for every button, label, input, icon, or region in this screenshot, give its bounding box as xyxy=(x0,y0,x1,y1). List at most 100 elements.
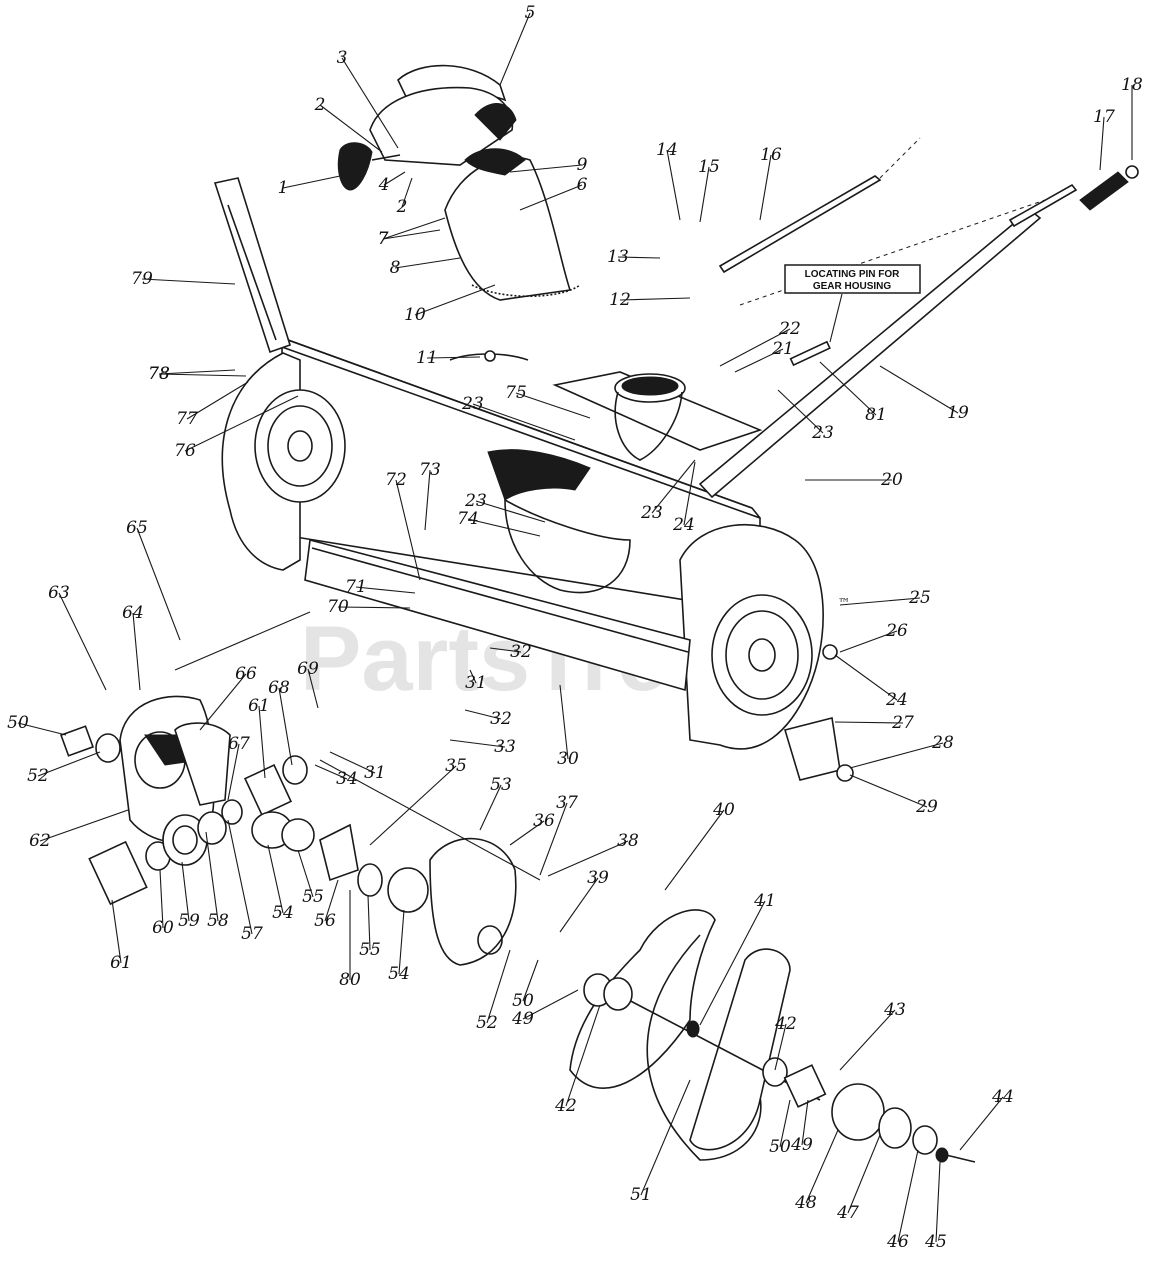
callout-76: 76 xyxy=(174,441,196,461)
leader-line-2 xyxy=(401,177,413,208)
leader-line-7 xyxy=(382,229,441,240)
leader-line-11 xyxy=(426,356,481,359)
callout-52: 52 xyxy=(27,766,49,786)
callout-55: 55 xyxy=(302,887,324,907)
leader-line-54 xyxy=(398,909,405,975)
callout-17: 17 xyxy=(1093,107,1115,127)
leader-line-57 xyxy=(227,819,253,935)
callout-71: 71 xyxy=(345,577,367,597)
callout-30: 30 xyxy=(557,749,579,769)
leader-line-40 xyxy=(664,809,725,891)
leader-line-24 xyxy=(683,461,696,526)
callout-63: 63 xyxy=(48,583,70,603)
callout-50: 50 xyxy=(769,1137,791,1157)
leader-line-49 xyxy=(522,989,579,1020)
callout-28: 28 xyxy=(931,733,954,753)
leader-line-77 xyxy=(186,381,249,420)
leader-line-3 xyxy=(341,57,399,149)
callout-22: 22 xyxy=(778,319,801,339)
callout-12: 12 xyxy=(609,290,631,310)
leader-line-55 xyxy=(367,894,371,951)
leader-line-13 xyxy=(617,256,661,259)
auger-housing xyxy=(221,339,824,750)
leader-line-16 xyxy=(759,154,772,221)
callout-58: 58 xyxy=(207,911,229,931)
leader-line-44 xyxy=(959,1096,1004,1151)
leader-line-39 xyxy=(559,877,599,933)
callout-31: 31 xyxy=(364,763,386,783)
leader-line-78 xyxy=(158,373,247,377)
leader-line-29 xyxy=(849,774,928,808)
callout-31: 31 xyxy=(465,673,487,693)
leader-line-6 xyxy=(519,184,583,211)
callout-79: 79 xyxy=(131,269,153,289)
note-line-2: GEAR HOUSING xyxy=(813,281,892,292)
leader-line-70 xyxy=(337,606,411,609)
callout-32: 32 xyxy=(510,642,532,662)
callout-6: 6 xyxy=(577,175,588,195)
callout-62: 62 xyxy=(29,831,51,851)
callout-74: 74 xyxy=(457,509,479,529)
leader-line-55 xyxy=(297,849,314,898)
leader-line-2 xyxy=(319,104,383,153)
callout-3: 3 xyxy=(337,48,348,68)
callout-1: 1 xyxy=(278,178,289,198)
leader-line-53 xyxy=(479,784,502,831)
handle-rods xyxy=(213,137,1139,499)
callout-56: 56 xyxy=(314,911,336,931)
callout-54: 54 xyxy=(388,964,410,984)
leader-line-1 xyxy=(282,175,341,189)
leader-line-49 xyxy=(801,1099,809,1146)
callout-49: 49 xyxy=(790,1135,813,1155)
leader-line-50 xyxy=(779,1099,791,1148)
callout-78: 78 xyxy=(148,364,170,384)
callout-4: 4 xyxy=(378,175,390,195)
leader-line-62 xyxy=(39,809,129,842)
callout-18: 18 xyxy=(1121,75,1143,95)
callout-8: 8 xyxy=(390,258,401,278)
callout-23: 23 xyxy=(811,423,834,443)
leader-line-78 xyxy=(158,369,236,375)
leader-line-35 xyxy=(369,765,457,846)
skid-bracket xyxy=(783,644,854,782)
auger-assembly xyxy=(569,909,976,1163)
leader-line-27 xyxy=(834,721,904,724)
leader-line-25 xyxy=(839,597,921,606)
discharge-chute xyxy=(337,64,581,362)
callout-47: 47 xyxy=(836,1203,859,1223)
leader-line-17 xyxy=(1099,116,1105,171)
callout-45: 45 xyxy=(924,1232,947,1252)
callout-33: 33 xyxy=(494,737,516,757)
callout-23: 23 xyxy=(464,491,487,511)
leader-line-8 xyxy=(394,257,461,269)
callout-9: 9 xyxy=(577,155,588,175)
leader-line-81 xyxy=(819,361,877,416)
callout-41: 41 xyxy=(753,891,776,911)
callout-70: 70 xyxy=(327,597,349,617)
leader-line-14 xyxy=(666,149,681,221)
leader-line-71 xyxy=(355,586,416,594)
callout-11: 11 xyxy=(416,348,438,368)
callout-61: 61 xyxy=(248,696,270,716)
callout-20: 20 xyxy=(880,470,903,490)
callout-15: 15 xyxy=(698,157,720,177)
leader-line-51 xyxy=(640,1079,691,1196)
leader-line-46 xyxy=(897,1149,919,1243)
callout-78: 78 xyxy=(148,364,170,384)
callout-73: 73 xyxy=(419,460,441,480)
leader-line-38 xyxy=(547,840,629,877)
callout-10: 10 xyxy=(404,305,426,325)
leader-line-69 xyxy=(307,668,319,709)
leader-line-48 xyxy=(805,1129,839,1204)
leader-line-52 xyxy=(37,751,101,777)
leader-line-42 xyxy=(774,1023,787,1071)
callout-75: 75 xyxy=(505,383,527,403)
leader-line-58 xyxy=(205,831,219,922)
leader-line-32 xyxy=(489,647,522,653)
callout-21: 21 xyxy=(771,339,794,359)
leader-line-67 xyxy=(227,743,240,801)
note-line-1: LOCATING PIN FOR xyxy=(805,269,901,280)
callout-36: 36 xyxy=(533,811,555,831)
callout-77: 77 xyxy=(176,409,198,429)
leader-line-47 xyxy=(847,1134,881,1214)
